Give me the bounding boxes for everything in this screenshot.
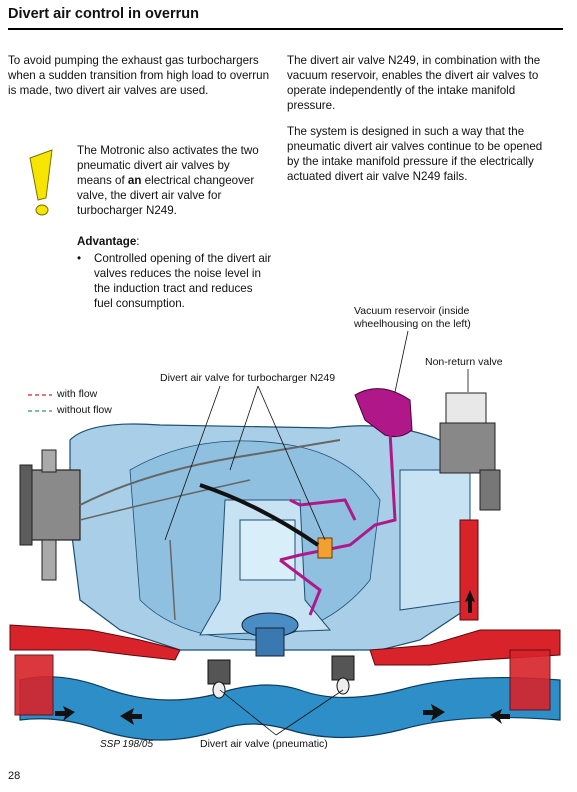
intake-duct — [19, 676, 561, 741]
non-return-valve — [439, 392, 501, 511]
page-number: 28 — [8, 770, 21, 782]
label-divert-air-valve-pneumatic: Divert air valve (pneumatic) — [200, 738, 328, 750]
advantage-heading: Advantage: — [77, 234, 140, 249]
left-charge-pipe — [9, 624, 181, 661]
pneumatic-divert-valve-right — [331, 655, 355, 695]
label-vacuum-reservoir: Vacuum reservoir (inside wheelhousing on… — [354, 305, 471, 331]
label-vacuum-line2: wheelhousing on the left) — [354, 318, 471, 330]
legend-without-flow: without flow — [57, 404, 112, 416]
label-non-return-valve: Non-return valve — [425, 356, 503, 368]
title-rule — [8, 28, 563, 30]
intro-paragraph: To avoid pumping the exhaust gas turboch… — [8, 54, 270, 97]
label-vacuum-line1: Vacuum reservoir (inside — [354, 305, 470, 317]
motronic-paragraph: The Motronic also activates the two pneu… — [77, 143, 267, 218]
pneumatic-divert-valve-left — [207, 659, 231, 699]
legend-with-flow: with flow — [57, 388, 98, 400]
divert-air-valve-n249-left — [19, 449, 81, 581]
advantage-heading-colon: : — [136, 235, 140, 248]
right-paragraph-1: The divert air valve N249, in combinatio… — [287, 54, 541, 112]
flow-arrows — [55, 590, 510, 725]
leader-lines — [164, 330, 469, 736]
vacuum-reservoir — [354, 388, 413, 438]
motronic-text-pre: The Motronic also activates the two pneu… — [77, 144, 259, 187]
ssp-code: SSP 198/05 — [100, 739, 154, 750]
motronic-text-post: electrical changeover valve, the divert … — [77, 174, 255, 217]
label-divert-air-valve-n249: Divert air valve for turbocharger N249 — [160, 372, 336, 384]
right-column: The divert air valve N249, in combinatio… — [287, 53, 549, 195]
bullet-dot: • — [77, 252, 82, 265]
page-title: Divert air control in overrun — [8, 6, 199, 22]
right-paragraph-2: The system is designed in such a way tha… — [287, 125, 543, 183]
advantage-bullet-text: Controlled opening of the divert air val… — [94, 252, 272, 310]
motronic-text-bold: an — [127, 174, 142, 187]
advantage-heading-text: Advantage — [77, 235, 137, 248]
